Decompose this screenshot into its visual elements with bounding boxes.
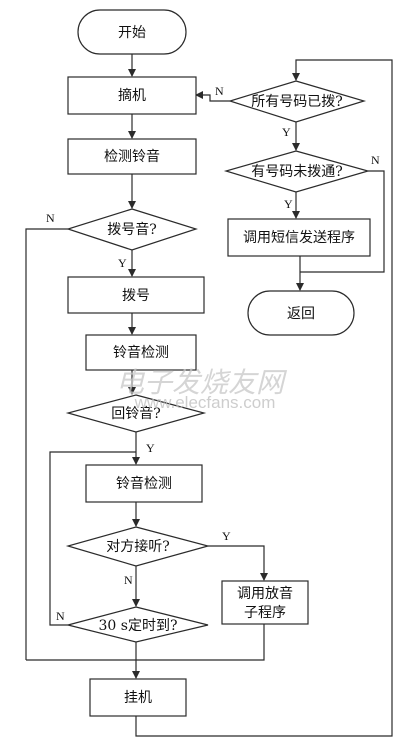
- connectors-left: [25, 54, 268, 679]
- label-n-unconnected: N: [371, 153, 380, 167]
- node-all-dialed-decision: 所有号码已拨?: [227, 80, 367, 123]
- node-ring-detect-1: 铃音检测: [85, 334, 197, 371]
- label-y-unconnected: Y: [284, 197, 293, 211]
- branch-labels: N Y N Y N Y Y Y N N: [46, 84, 380, 623]
- label-n-dial-tone: N: [46, 211, 55, 225]
- label-n-answer: N: [124, 573, 133, 587]
- node-unconnected-decision: 有号码未拨通?: [223, 150, 371, 193]
- label-y-answer: Y: [222, 529, 231, 543]
- watermark: 电子发烧友网 www.elecfans.com: [116, 368, 288, 412]
- ringback-label: 回铃音?: [111, 405, 161, 422]
- node-timer-decision: 30 s定时到?: [67, 606, 209, 643]
- start-label: 开始: [118, 25, 146, 41]
- sms-routine-label: 调用短信发送程序: [243, 230, 355, 246]
- connectors-right: [135, 59, 393, 737]
- play-sub-line2: 子程序: [244, 605, 286, 621]
- node-detect-ring: 检测铃音: [67, 138, 197, 175]
- return-label: 返回: [287, 306, 315, 322]
- dial-tone-label: 拨号音?: [107, 221, 157, 238]
- node-sms-routine: 调用短信发送程序: [227, 218, 371, 257]
- node-offhook: 摘机: [67, 76, 197, 115]
- label-y-ringback: Y: [146, 441, 155, 455]
- node-answer-decision: 对方接听?: [65, 526, 211, 567]
- label-n-all-dialed: N: [215, 84, 224, 98]
- node-return: 返回: [247, 290, 355, 336]
- label-y-all-dialed: Y: [282, 125, 291, 139]
- ring-detect-1-label: 铃音检测: [113, 344, 169, 361]
- node-dial: 拨号: [67, 276, 205, 314]
- label-n-timer: N: [56, 609, 65, 623]
- dial-label: 拨号: [122, 288, 150, 304]
- detect-ring-label: 检测铃音: [104, 148, 160, 165]
- hangup-label: 挂机: [124, 690, 152, 706]
- node-ring-detect-2: 铃音检测: [85, 464, 203, 503]
- offhook-label: 摘机: [118, 87, 146, 104]
- label-y-dial-tone: Y: [118, 256, 127, 270]
- node-play-subroutine: 调用放音 子程序: [221, 580, 309, 625]
- node-ringback-decision: 回铃音?: [65, 394, 207, 433]
- node-start: 开始: [77, 9, 187, 55]
- watermark-url: www.elecfans.com: [134, 393, 276, 412]
- play-sub-line1: 调用放音: [237, 585, 293, 602]
- ring-detect-2-label: 铃音检测: [116, 475, 172, 492]
- node-hangup: 挂机: [89, 678, 187, 717]
- timer-label: 30 s定时到?: [99, 618, 178, 634]
- unconnected-label: 有号码未拨通?: [251, 164, 343, 180]
- node-dial-tone-decision: 拨号音?: [66, 208, 198, 251]
- all-dialed-label: 所有号码已拨?: [251, 94, 343, 110]
- answer-label: 对方接听?: [106, 538, 170, 555]
- watermark-cn: 电子发烧友网: [116, 368, 288, 399]
